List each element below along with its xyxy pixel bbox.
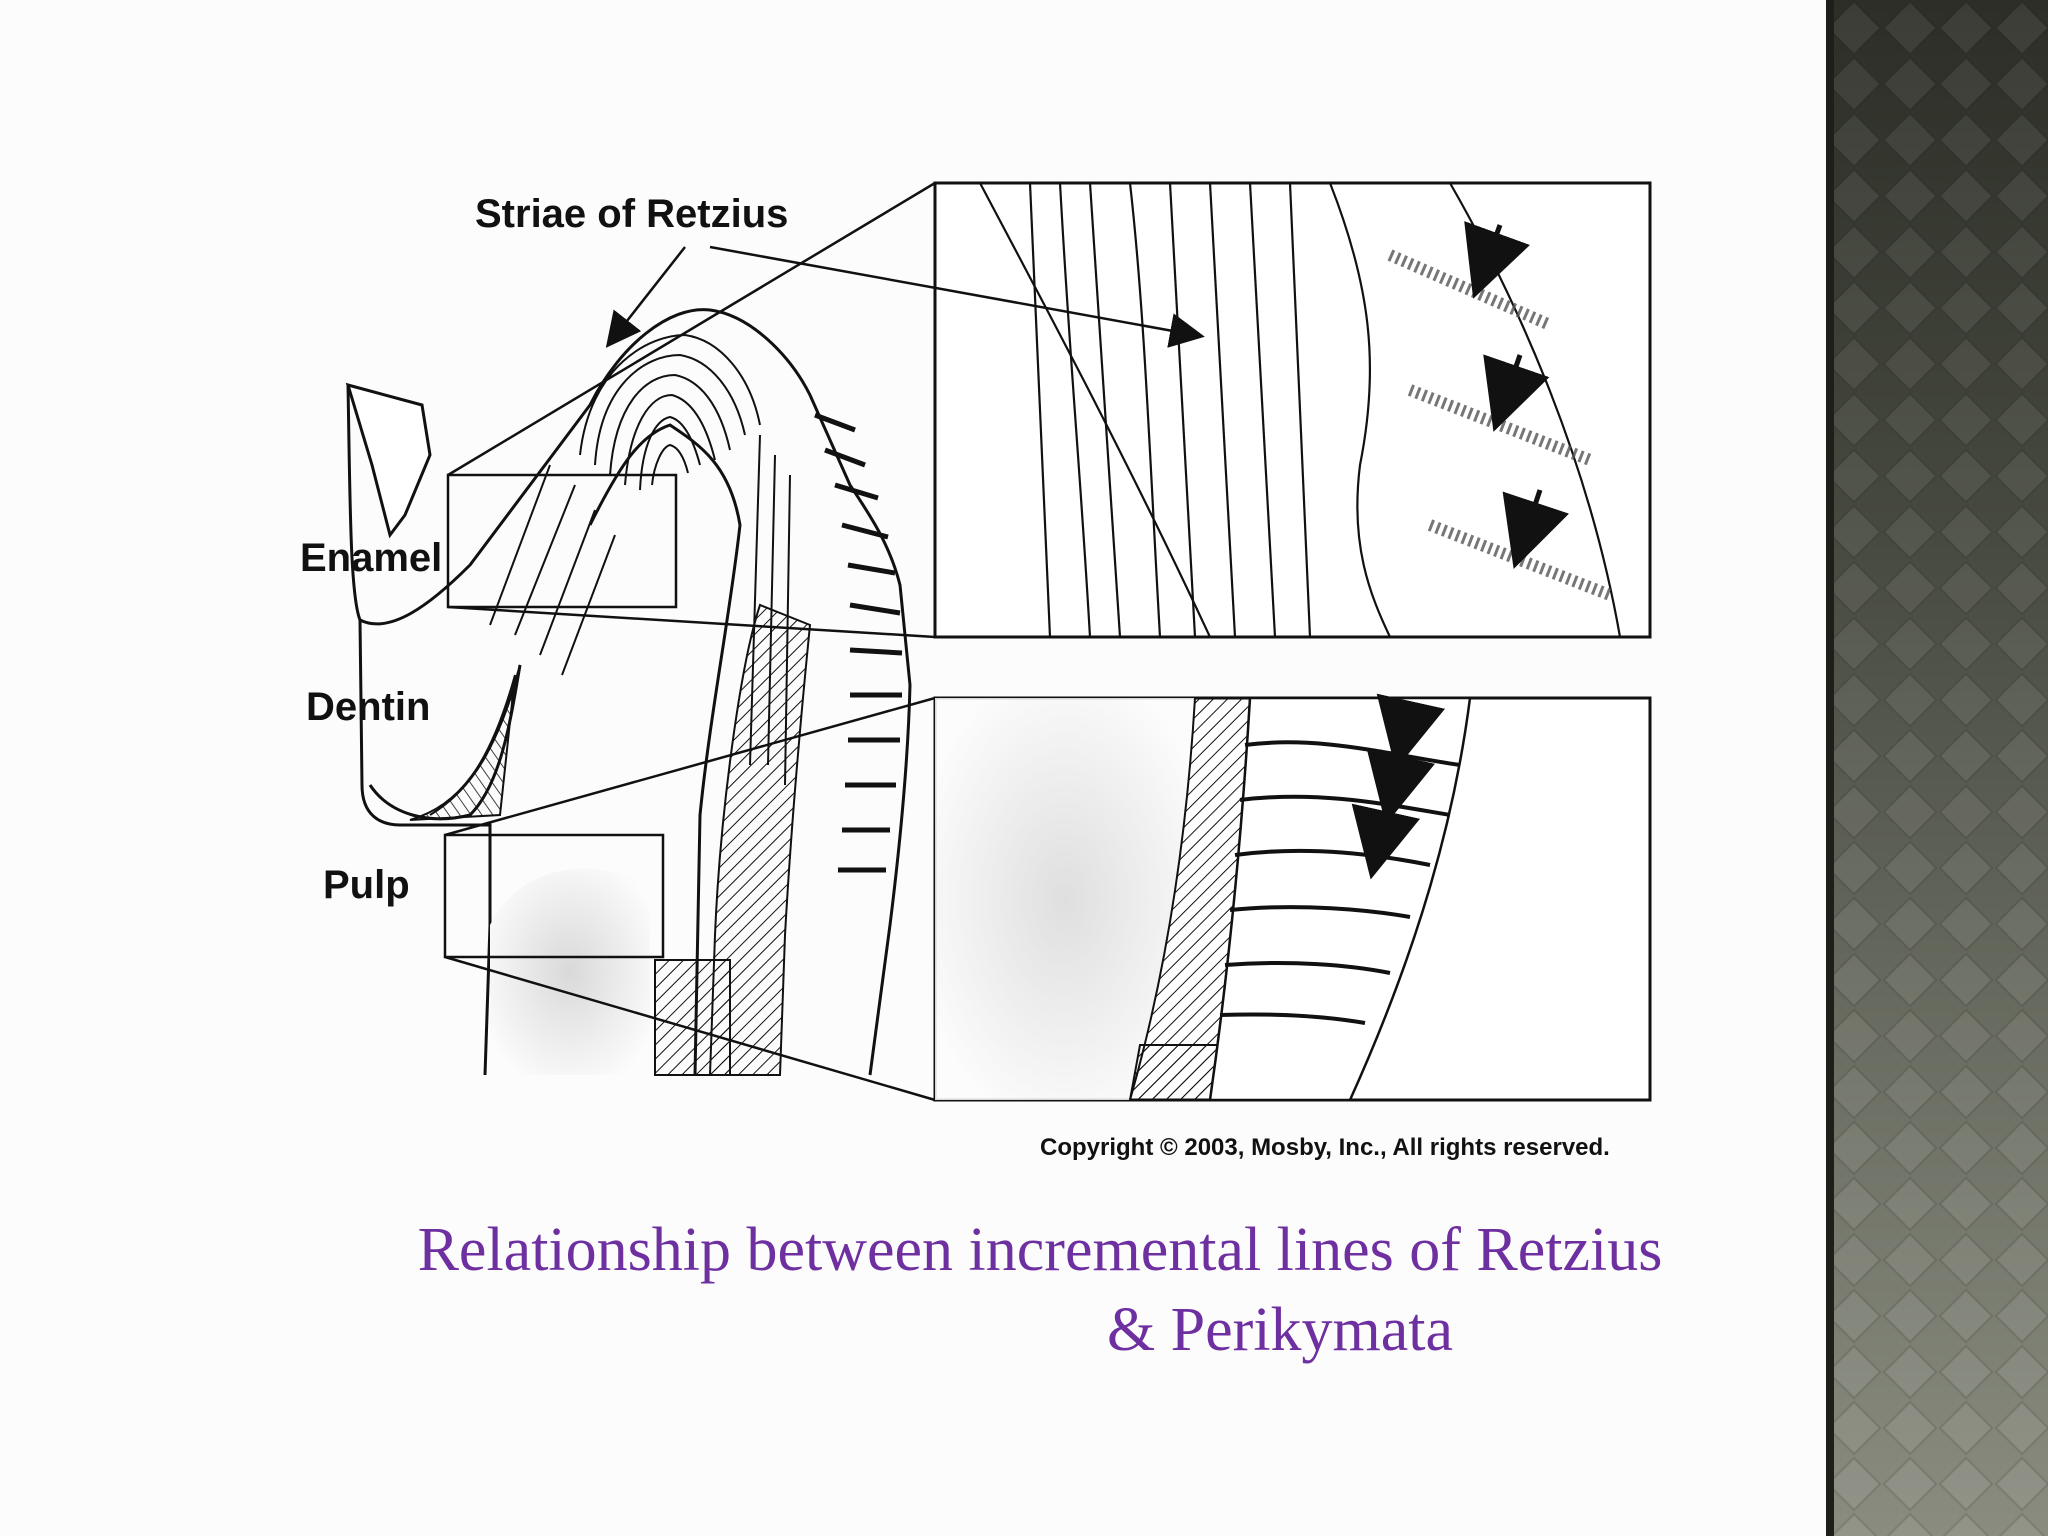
- caption-line-1: Relationship between incremental lines o…: [417, 1216, 1663, 1284]
- inset-box-lower: [443, 833, 665, 959]
- side-panel-edge: [1826, 0, 1834, 1536]
- label-dentin: Dentin: [306, 685, 430, 729]
- slide-caption: Relationship between incremental lines o…: [330, 1210, 1750, 1370]
- tooth-outline: [345, 308, 912, 1076]
- label-striae: Striae of Retzius: [475, 192, 788, 236]
- label-pulp: Pulp: [323, 863, 410, 907]
- copyright-notice: Copyright © 2003, Mosby, Inc., All right…: [1040, 1134, 1610, 1161]
- connector-lines: [444, 181, 936, 1102]
- root-hatch: [654, 959, 731, 1076]
- label-arrows: [605, 245, 1205, 348]
- decorative-side-panel: [1826, 0, 2048, 1536]
- perikymata-bands: [814, 412, 903, 873]
- caption-line-2: & Perikymata: [1106, 1296, 1454, 1364]
- pulp-horn-wedge: [409, 674, 516, 821]
- tooth-section-diagram: Striae of Retzius Enamel Dentin Pulp Cop…: [300, 181, 1652, 1161]
- enlarged-view-upper: [933, 181, 1652, 639]
- diamond-pattern: [1834, 0, 2048, 1536]
- pulp-shading: [490, 868, 650, 1075]
- inset-box-upper: [446, 473, 678, 609]
- enlarged-view-lower: [933, 693, 1652, 1102]
- enamel-hatch-layer: [708, 603, 812, 1076]
- label-enamel: Enamel: [300, 536, 442, 580]
